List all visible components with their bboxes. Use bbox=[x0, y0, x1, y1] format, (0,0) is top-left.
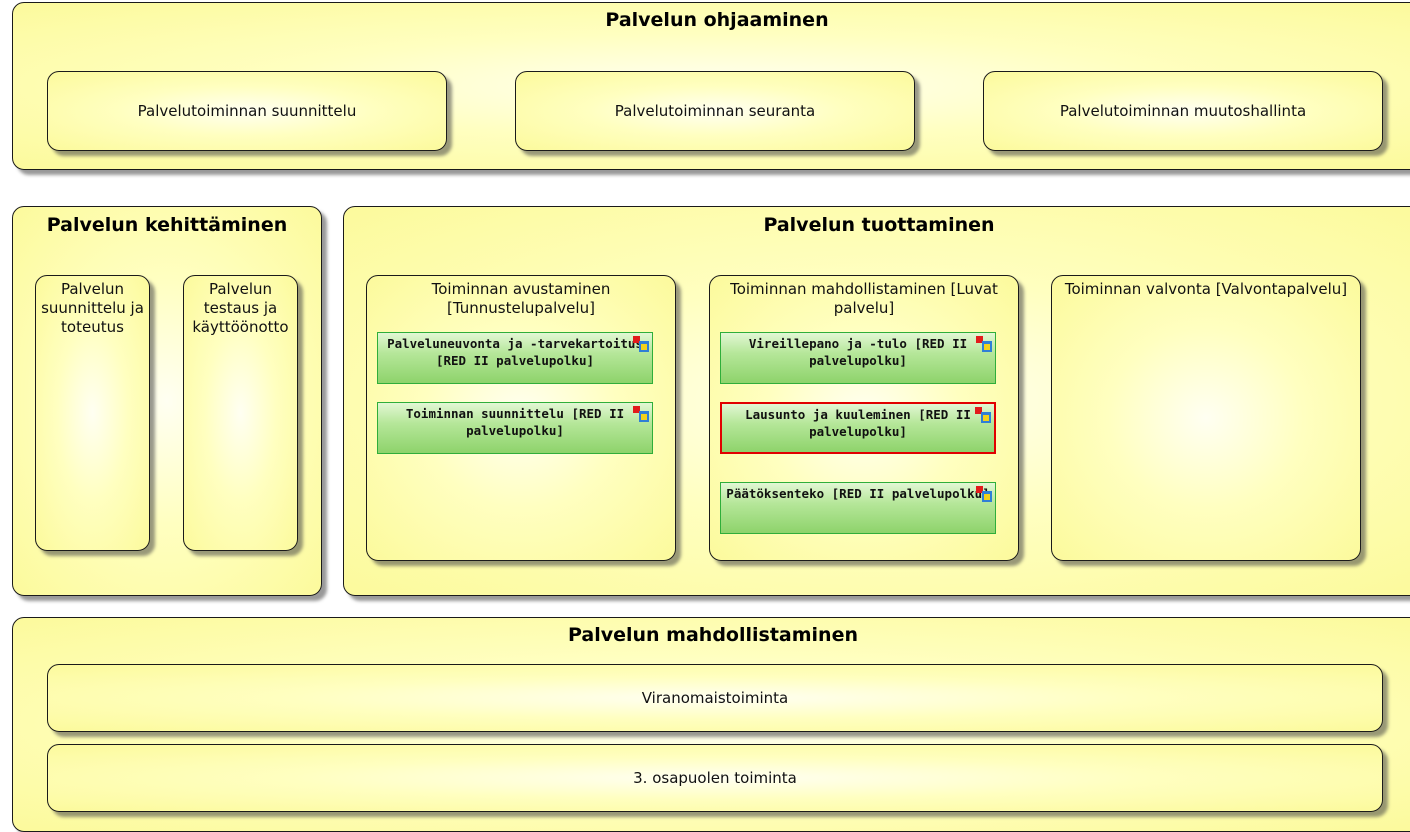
capability-label: Palvelun testaus ja käyttöönotto bbox=[192, 280, 289, 336]
capability-label: Toiminnan valvonta [Valvontapalvelu] bbox=[1064, 280, 1348, 298]
capability-palvelutoiminnan-muutoshallinta[interactable]: Palvelutoiminnan muutoshallinta bbox=[983, 71, 1383, 151]
capability-palvelutoiminnan-seuranta[interactable]: Palvelutoiminnan seuranta bbox=[515, 71, 915, 151]
process-icon bbox=[976, 486, 992, 502]
group-palvelun-ohjaaminen[interactable]: Palvelun ohjaaminen Palvelutoiminnan suu… bbox=[12, 2, 1410, 170]
process-icon bbox=[976, 336, 992, 352]
process-vireillepano[interactable]: Vireillepano ja -tulo [RED II palvelupol… bbox=[720, 332, 996, 384]
group-palvelun-mahdollistaminen[interactable]: Palvelun mahdollistaminen Viranomaistoim… bbox=[12, 617, 1410, 832]
capability-label: Toiminnan avustaminen [Tunnustelupalvelu… bbox=[431, 280, 611, 317]
process-label: Päätöksenteko [RED II palvelupolku] bbox=[726, 486, 990, 501]
capability-palvelun-testaus-ja-kayttoonotto[interactable]: Palvelun testaus ja käyttöönotto bbox=[183, 275, 298, 551]
group-title-mahdollistaminen: Palvelun mahdollistaminen bbox=[567, 624, 858, 646]
group-title-tuottaminen: Palvelun tuottaminen bbox=[763, 214, 995, 236]
group-title-kehittaminen: Palvelun kehittäminen bbox=[46, 214, 288, 236]
process-label: Toiminnan suunnittelu [RED II palvelupol… bbox=[405, 406, 625, 438]
process-toiminnan-suunnittelu[interactable]: Toiminnan suunnittelu [RED II palvelupol… bbox=[377, 402, 653, 454]
capability-toiminnan-avustaminen[interactable]: Toiminnan avustaminen [Tunnustelupalvelu… bbox=[366, 275, 676, 561]
capability-toiminnan-valvonta[interactable]: Toiminnan valvonta [Valvontapalvelu] bbox=[1051, 275, 1361, 561]
capability-label: Toiminnan mahdollistaminen [Luvat palvel… bbox=[730, 280, 998, 317]
process-icon bbox=[633, 406, 649, 422]
process-label: Lausunto ja kuuleminen [RED II palvelupo… bbox=[745, 407, 971, 439]
process-icon bbox=[633, 336, 649, 352]
process-icon bbox=[975, 407, 991, 423]
group-title-ohjaaminen: Palvelun ohjaaminen bbox=[605, 9, 829, 31]
process-palveluneuvonta[interactable]: Palveluneuvonta ja -tarvekartoitus [RED … bbox=[377, 332, 653, 384]
capability-palvelutoiminnan-suunnittelu[interactable]: Palvelutoiminnan suunnittelu bbox=[47, 71, 447, 151]
capability-viranomaistoiminta[interactable]: Viranomaistoiminta bbox=[47, 664, 1383, 732]
process-paatoksenteko[interactable]: Päätöksenteko [RED II palvelupolku] bbox=[720, 482, 996, 534]
capability-palvelun-suunnittelu-ja-toteutus[interactable]: Palvelun suunnittelu ja toteutus bbox=[35, 275, 150, 551]
capability-toiminnan-mahdollistaminen[interactable]: Toiminnan mahdollistaminen [Luvat palvel… bbox=[709, 275, 1019, 561]
group-palvelun-tuottaminen[interactable]: Palvelun tuottaminen Toiminnan avustamin… bbox=[343, 206, 1410, 596]
process-lausunto-ja-kuuleminen[interactable]: Lausunto ja kuuleminen [RED II palvelupo… bbox=[720, 402, 996, 454]
group-palvelun-kehittaminen[interactable]: Palvelun kehittäminen Palvelun suunnitte… bbox=[12, 206, 322, 596]
process-label: Palveluneuvonta ja -tarvekartoitus [RED … bbox=[387, 336, 643, 368]
capability-label: Palvelun suunnittelu ja toteutus bbox=[41, 280, 144, 336]
capability-3-osapuolen-toiminta[interactable]: 3. osapuolen toiminta bbox=[47, 744, 1383, 812]
process-label: Vireillepano ja -tulo [RED II palvelupol… bbox=[748, 336, 968, 368]
